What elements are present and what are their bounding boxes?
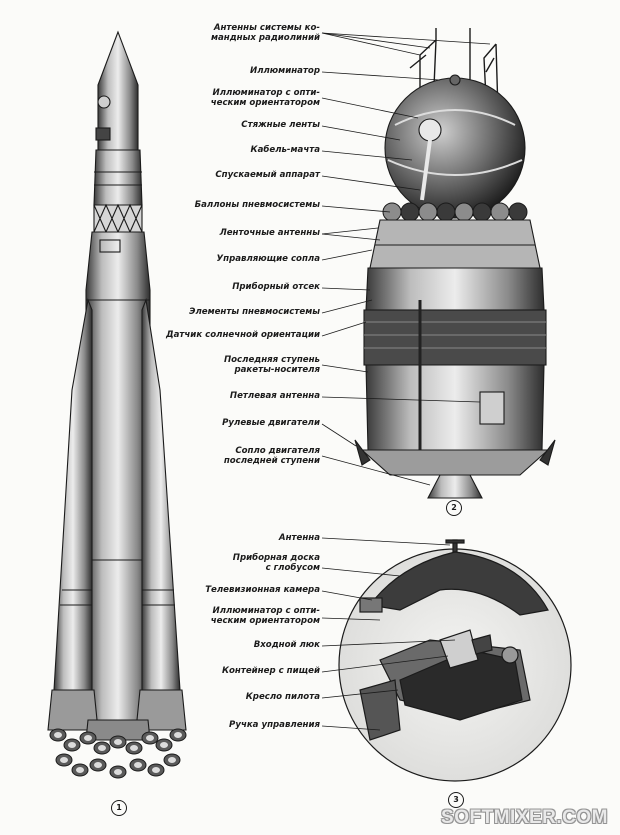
label-tv-camera: Телевизионная камера (205, 585, 320, 595)
label-entry-hatch: Входной люк (253, 640, 320, 650)
instrument-compartment-adapter (369, 219, 541, 269)
label-porthole: Иллюминатор (250, 66, 320, 76)
label-control-nozzles: Управляющие сопла (216, 254, 321, 264)
instrument-compartment (365, 267, 545, 311)
label-vernier-engines: Рулевые двигатели (222, 418, 320, 428)
rocket-engine-nozzles (49, 728, 187, 779)
label-food-container: Контейнер с пищей (221, 666, 320, 676)
label-pneumatic-elements: Элементы пневмосистемы (189, 307, 320, 317)
label-cabin-porthole-orienter: Иллюминатор с опти- ческим ориентатором (210, 606, 320, 626)
figure-number-3: 3 (448, 792, 464, 808)
label-instrument-panel-globe: Приборная доска с глобусом (232, 553, 320, 573)
descent-module-sphere (384, 77, 526, 219)
rocket-interstage-truss (93, 204, 143, 233)
label-last-stage-nozzle: Сопло двигателя последней ступени (223, 446, 320, 466)
label-command-radio-antennas: Антенны системы ко- мандных радиолиний (210, 23, 320, 43)
watermark: SOFTMIXER.COM (441, 807, 608, 828)
label-loop-antenna: Петлевая антенна (229, 391, 320, 401)
label-porthole-optical-orienter: Иллюминатор с опти- ческим ориентатором (210, 88, 320, 108)
figure-number-1: 1 (111, 800, 127, 816)
rocket-left-booster (53, 298, 93, 691)
label-antenna: Антенна (278, 533, 320, 543)
label-control-stick: Ручка управления (229, 720, 320, 730)
vostok-spacecraft (354, 28, 556, 499)
rocket-core-stage (85, 231, 151, 721)
label-instrument-compartment: Приборный отсек (232, 282, 320, 292)
label-tension-bands: Стяжные ленты (241, 120, 320, 130)
label-last-stage: Последняя ступень ракеты-носителя (223, 355, 320, 375)
pneumatic-tanks (382, 202, 528, 222)
rocket-third-stage (93, 149, 143, 206)
label-solar-orientation-sensor: Датчик солнечной ориентации (165, 330, 320, 340)
figure-number-2: 2 (446, 500, 462, 516)
label-pilot-seat: Кресло пилота (245, 692, 320, 702)
label-pneumatic-tanks: Баллоны пневмосистемы (194, 200, 320, 210)
label-strip-antennas: Ленточные антенны (219, 228, 320, 238)
label-cable-mast: Кабель-мачта (250, 145, 320, 155)
vostok-rocket (47, 30, 187, 741)
label-descent-module: Спускаемый аппарат (215, 170, 320, 180)
leader-lines (321, 32, 491, 731)
last-stage-rocket (365, 364, 545, 451)
rocket-right-booster (141, 297, 181, 691)
last-stage-nozzle (427, 474, 483, 499)
cabin-cutaway (338, 539, 572, 782)
